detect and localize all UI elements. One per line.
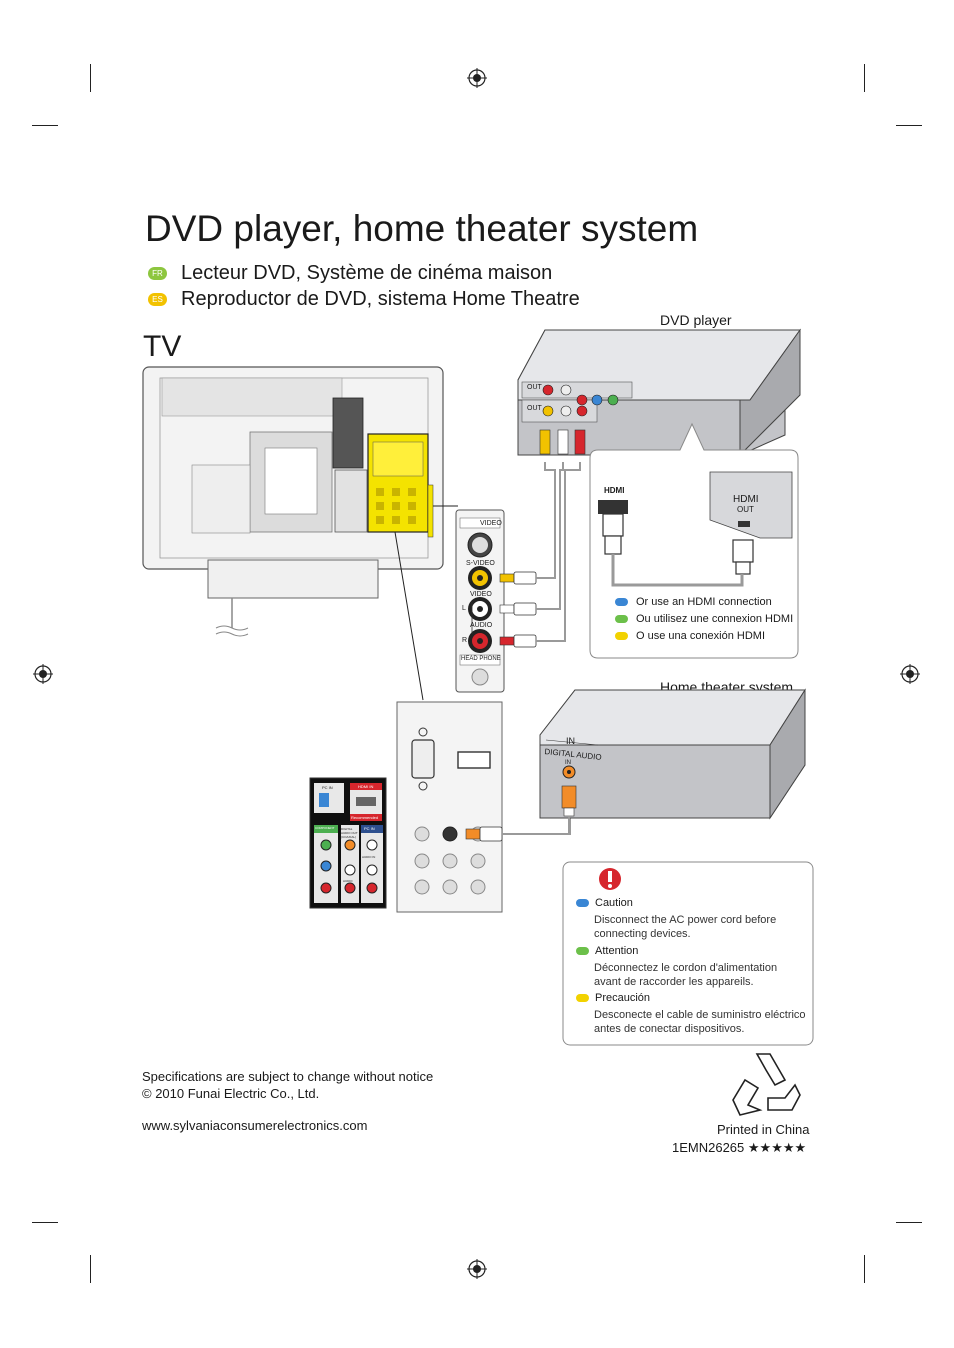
registration-mark-icon bbox=[467, 1259, 487, 1279]
caution-heading-es-text: Precaución bbox=[595, 992, 651, 1004]
crop-mark bbox=[90, 1255, 91, 1283]
home-theater-illustration bbox=[539, 688, 806, 834]
hdmi-out-port-label: HDMI bbox=[733, 494, 759, 505]
rear-digital-audio-out: DIGITAL AUDIO OUT (COAXIAL) bbox=[341, 827, 358, 839]
crop-mark bbox=[864, 1255, 865, 1283]
subtitle-fr: FR Lecteur DVD, Système de cinéma maison bbox=[148, 262, 552, 285]
language-badge-es: ES bbox=[148, 293, 167, 306]
crop-mark bbox=[864, 64, 865, 92]
website-link[interactable]: www.sylvaniaconsumerelectronics.com bbox=[142, 1118, 368, 1133]
side-panel-video: VIDEO bbox=[470, 591, 492, 598]
rear-recommended: Recommended bbox=[351, 815, 379, 820]
dvd-player-label: DVD player bbox=[660, 312, 732, 328]
language-dot-en bbox=[576, 899, 589, 907]
caution-heading-es: Precaución bbox=[576, 992, 650, 1004]
side-panel-video-header: VIDEO bbox=[480, 520, 502, 527]
tv-rear-panel-detail bbox=[396, 701, 571, 913]
language-dot-es bbox=[576, 994, 589, 1002]
rear-audio: AUDIO bbox=[343, 879, 353, 883]
side-panel-audio-r: R bbox=[462, 637, 468, 644]
document-code: 1EMN26265 ★★★★★ bbox=[672, 1140, 807, 1155]
caution-body-es: Desconecte el cable de suministro eléctr… bbox=[594, 1009, 806, 1035]
language-dot-fr bbox=[615, 615, 628, 623]
rca-plugs-tv bbox=[499, 571, 537, 648]
hdmi-out-port-sub: OUT bbox=[737, 505, 754, 514]
tv-side-panel bbox=[455, 509, 505, 693]
caution-heading-fr: Attention bbox=[576, 945, 638, 957]
side-panel-audio: AUDIO bbox=[470, 622, 493, 629]
specs-notice: Specifications are subject to change wit… bbox=[142, 1069, 434, 1084]
hdmi-note-en: Or use an HDMI connection bbox=[615, 596, 772, 608]
hdmi-note-fr-text: Ou utilisez une connexion HDMI bbox=[636, 613, 794, 625]
page-title: DVD player, home theater system bbox=[145, 208, 699, 249]
caution-body-fr: Déconnectez le cordon d'alimentation ava… bbox=[594, 962, 778, 988]
hdmi-note-es-text: O use una conexión HDMI bbox=[636, 630, 766, 642]
registration-mark-icon bbox=[900, 664, 920, 684]
rear-pc-in: PC IN bbox=[322, 785, 333, 790]
crop-mark bbox=[896, 1222, 922, 1223]
printed-in: Printed in China bbox=[717, 1122, 810, 1137]
registration-mark-icon bbox=[467, 68, 487, 88]
dvd-out-bottom-label: OUT bbox=[527, 405, 542, 412]
language-dot-fr bbox=[576, 947, 589, 955]
language-dot-en bbox=[615, 598, 628, 606]
rear-jack-panel bbox=[309, 777, 387, 909]
crop-mark bbox=[32, 1222, 58, 1223]
copyright: © 2010 Funai Electric Co., Ltd. bbox=[142, 1086, 320, 1101]
side-panel-s-video: S-VIDEO bbox=[466, 560, 495, 567]
side-panel-head-phone: HEAD PHONE bbox=[461, 656, 501, 662]
recycle-icon bbox=[732, 1053, 801, 1116]
home-theater-in-small: IN bbox=[565, 760, 571, 766]
home-theater-in-label: IN bbox=[566, 736, 575, 746]
hdmi-note-es: O use una conexión HDMI bbox=[615, 630, 765, 642]
caution-heading-en-text: Caution bbox=[595, 897, 633, 909]
rear-pc-in-2: PC IN bbox=[364, 826, 375, 831]
dvd-player-illustration bbox=[517, 328, 801, 457]
subtitle-es-text: Reproductor de DVD, sistema Home Theatre bbox=[181, 288, 580, 310]
rear-component: COMPONENT bbox=[315, 826, 335, 830]
caution-body-en: Disconnect the AC power cord before conn… bbox=[594, 914, 777, 940]
crop-mark bbox=[32, 125, 58, 126]
hdmi-note-en-text: Or use an HDMI connection bbox=[636, 596, 772, 608]
language-badge-fr: FR bbox=[148, 267, 167, 280]
hdmi-note-fr: Ou utilisez une connexion HDMI bbox=[615, 613, 793, 625]
av-cables bbox=[536, 462, 581, 642]
tv-rear-illustration bbox=[142, 366, 444, 637]
subtitle-fr-text: Lecteur DVD, Système de cinéma maison bbox=[181, 262, 553, 284]
caution-box-frame bbox=[562, 861, 814, 1046]
hdmi-logo: HDMI bbox=[604, 486, 625, 495]
crop-mark bbox=[90, 64, 91, 92]
crop-mark bbox=[896, 125, 922, 126]
registration-mark-icon bbox=[33, 664, 53, 684]
rear-hdmi-in: HDMI IN bbox=[358, 784, 374, 789]
language-dot-es bbox=[615, 632, 628, 640]
subtitle-es: ES Reproductor de DVD, sistema Home Thea… bbox=[148, 288, 580, 311]
hdmi-callout-frame bbox=[589, 422, 799, 659]
rear-audio-in: AUDIO IN bbox=[362, 855, 376, 859]
dvd-out-top-label: OUT bbox=[527, 384, 542, 391]
side-panel-audio-l: L bbox=[462, 605, 466, 612]
caution-heading-en: Caution bbox=[576, 897, 633, 909]
caution-heading-fr-text: Attention bbox=[595, 945, 639, 957]
tv-label: TV bbox=[143, 330, 182, 363]
